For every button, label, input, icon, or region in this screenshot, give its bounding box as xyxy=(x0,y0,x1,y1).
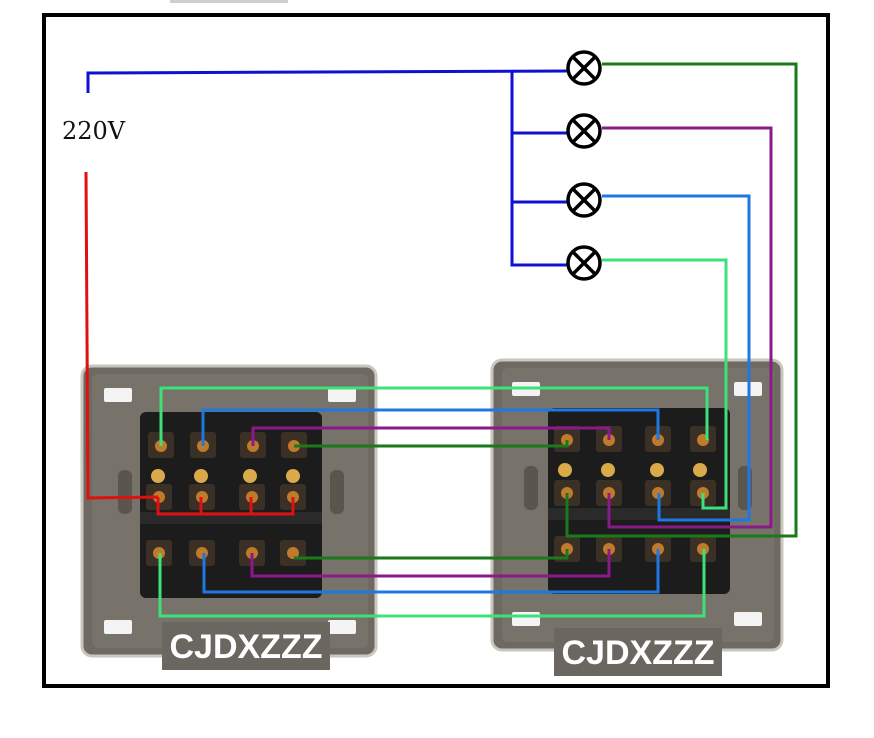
clip-icon xyxy=(104,620,132,634)
terminal-row-bottom xyxy=(146,540,306,566)
switch-link-mint xyxy=(159,386,709,446)
live-wire xyxy=(84,171,159,500)
brand-banner-left xyxy=(162,622,330,670)
lamp-2-wire xyxy=(602,126,773,529)
lamp-1-wire xyxy=(565,62,798,538)
neutral-wire xyxy=(510,71,568,267)
lamp-3-wire xyxy=(602,194,751,522)
switch-link-green xyxy=(294,440,569,448)
switch-link-blue xyxy=(202,549,660,594)
neutral-wire xyxy=(86,69,569,93)
screw-slot xyxy=(118,470,132,514)
lamp-2-icon xyxy=(566,113,602,149)
switch-link-mint xyxy=(158,549,706,618)
switch-link-purple xyxy=(250,549,611,578)
screw-slot xyxy=(524,466,538,510)
live-wire xyxy=(156,497,295,516)
screw-slot xyxy=(330,470,344,514)
brand-label-right: CJDXZZZ xyxy=(562,634,715,672)
switch-link-green xyxy=(294,549,569,560)
brand-banner-right xyxy=(554,628,722,676)
clip-icon xyxy=(328,620,356,634)
lamp-3-icon xyxy=(566,182,602,218)
screw-row xyxy=(151,469,300,483)
screw-row xyxy=(558,463,707,477)
switch-link-blue xyxy=(201,408,660,446)
brand-label-left: CJDXZZZ xyxy=(170,628,323,666)
lamp-1-icon xyxy=(566,50,602,86)
lamp-4-icon xyxy=(566,245,602,281)
switch-link-purple xyxy=(251,426,611,446)
clip-icon xyxy=(512,612,540,626)
clip-icon xyxy=(104,388,132,402)
clip-icon xyxy=(328,388,356,402)
clip-icon xyxy=(734,612,762,626)
terminal-block-right xyxy=(554,426,716,562)
terminal-block-left xyxy=(146,432,307,566)
terminal-row-top xyxy=(148,432,307,458)
lamp-4-wire xyxy=(602,258,728,510)
switch-plate-right xyxy=(490,358,784,652)
top-tab xyxy=(170,0,288,3)
voltage-label: 220V xyxy=(62,117,126,145)
